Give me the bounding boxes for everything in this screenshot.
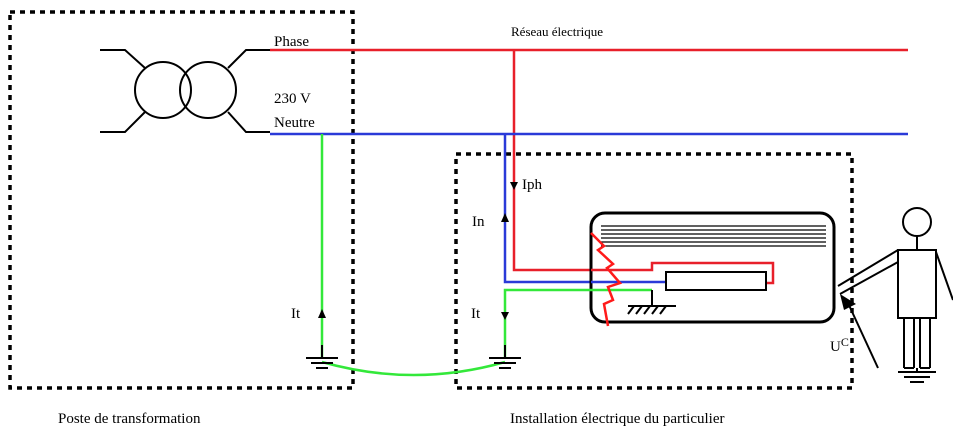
installation-caption: Installation électrique du particulier [510, 411, 725, 427]
it-right-label: It [471, 306, 481, 322]
transformer-icon [100, 49, 270, 133]
installation-frame [454, 152, 854, 390]
touch-voltage-arrow-icon [840, 294, 879, 369]
substation-frame [8, 10, 355, 390]
person-icon [837, 207, 953, 369]
earth-conductor [320, 134, 652, 377]
fault-arc-icon [590, 232, 623, 327]
heating-element [665, 271, 767, 291]
substation-caption: Poste de transformation [58, 411, 201, 427]
it-right-arrow-icon [501, 312, 509, 320]
earth-electrode-left-icon [306, 345, 338, 369]
in-arrow-icon [501, 213, 509, 222]
appliance-casing [589, 211, 836, 324]
person-ground-icon [898, 368, 936, 383]
uc-subscript: C [841, 335, 849, 349]
earth-electrode-right-icon [489, 345, 521, 369]
appliance-vent-lines [601, 225, 826, 247]
uc-main: U [830, 339, 841, 355]
iph-arrow-icon [510, 182, 518, 190]
voltage-label: 230 V [274, 91, 311, 107]
chassis-ground-icon [627, 290, 676, 315]
in-label: In [472, 214, 485, 230]
it-left-label: It [291, 306, 301, 322]
neutral-label: Neutre [274, 115, 315, 131]
it-left-arrow-icon [318, 309, 326, 318]
iph-label: Iph [522, 177, 542, 193]
network-label: Réseau électrique [511, 24, 603, 39]
phase-label: Phase [274, 34, 309, 50]
uc-label: UC [830, 335, 849, 355]
phase-inside-appliance [591, 261, 775, 285]
